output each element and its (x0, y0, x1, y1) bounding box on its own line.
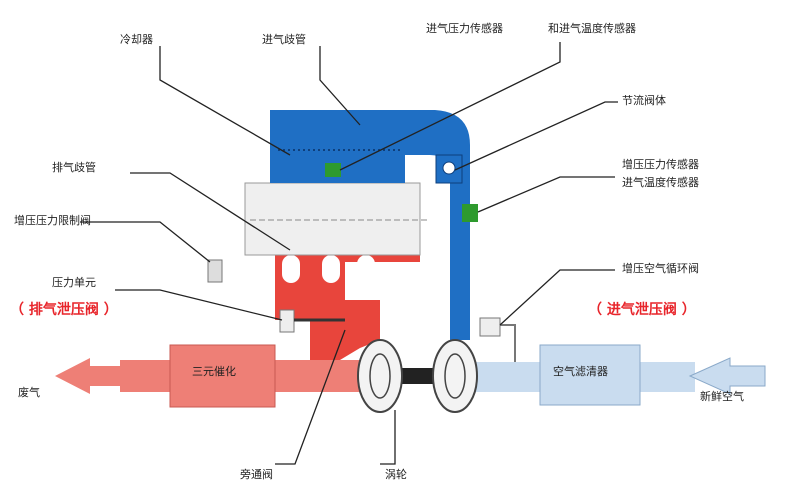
exhaust-manifold (275, 250, 420, 360)
label-fresh-air: 新鲜空气 (700, 390, 744, 403)
label-boost-pressure-sensor: 增压压力传感器 (622, 158, 699, 171)
label-exhaust-gas: 废气 (18, 386, 40, 399)
compressor-wheel (432, 339, 478, 413)
label-bypass-valve: 旁通阀 (240, 468, 273, 481)
label-three-way-catalyst: 三元催化 (192, 365, 236, 378)
boost-sensor-green (462, 204, 478, 222)
label-air-filter: 空气滤清器 (553, 365, 608, 378)
exhaust-runner-3 (357, 255, 375, 283)
fresh-air-arrow-icon (688, 357, 766, 395)
label-cooler: 冷却器 (120, 33, 153, 46)
exhaust-runner-2 (322, 255, 340, 283)
turbine-wheel (357, 339, 403, 413)
label-intake-relief-valve: （ 进气泄压阀 ） (588, 302, 696, 318)
label-pressure-unit: 压力单元 (52, 276, 96, 289)
label-exhaust-relief-valve: （ 排气泄压阀 ） (10, 302, 118, 318)
air-filter-box (539, 344, 641, 406)
recirc-pipe (500, 324, 516, 362)
label-exhaust-manifold: 排气歧管 (52, 161, 96, 174)
label-boost-pressure-limit-valve: 增压压力限制阀 (14, 214, 91, 227)
three-way-catalyst-box (169, 344, 276, 408)
pressure-unit (279, 309, 295, 333)
label-intake-temp-sensor: 和进气温度传感器 (548, 22, 636, 35)
exhaust-runner-1 (282, 255, 300, 283)
label-turbine: 涡轮 (385, 468, 407, 481)
label-intake-pressure-sensor: 进气压力传感器 (426, 22, 503, 35)
limit-valve (207, 259, 223, 283)
exhaust-pipe-mid (275, 360, 365, 392)
label-boost-air-recirc-valve: 增压空气循环阀 (622, 262, 699, 275)
intake-sensor-green (325, 163, 341, 177)
label-intake-temp-sensor-2: 进气温度传感器 (622, 176, 699, 189)
recirc-valve (479, 317, 501, 337)
label-throttle-body: 节流阀体 (622, 94, 666, 107)
fresh-air-pipe-right (640, 362, 695, 392)
leader-lines (80, 42, 618, 465)
exhaust-arrow-icon (55, 358, 125, 394)
engine-block (244, 182, 421, 256)
intake-manifold (270, 110, 470, 340)
label-intake-manifold: 进气歧管 (262, 33, 306, 46)
